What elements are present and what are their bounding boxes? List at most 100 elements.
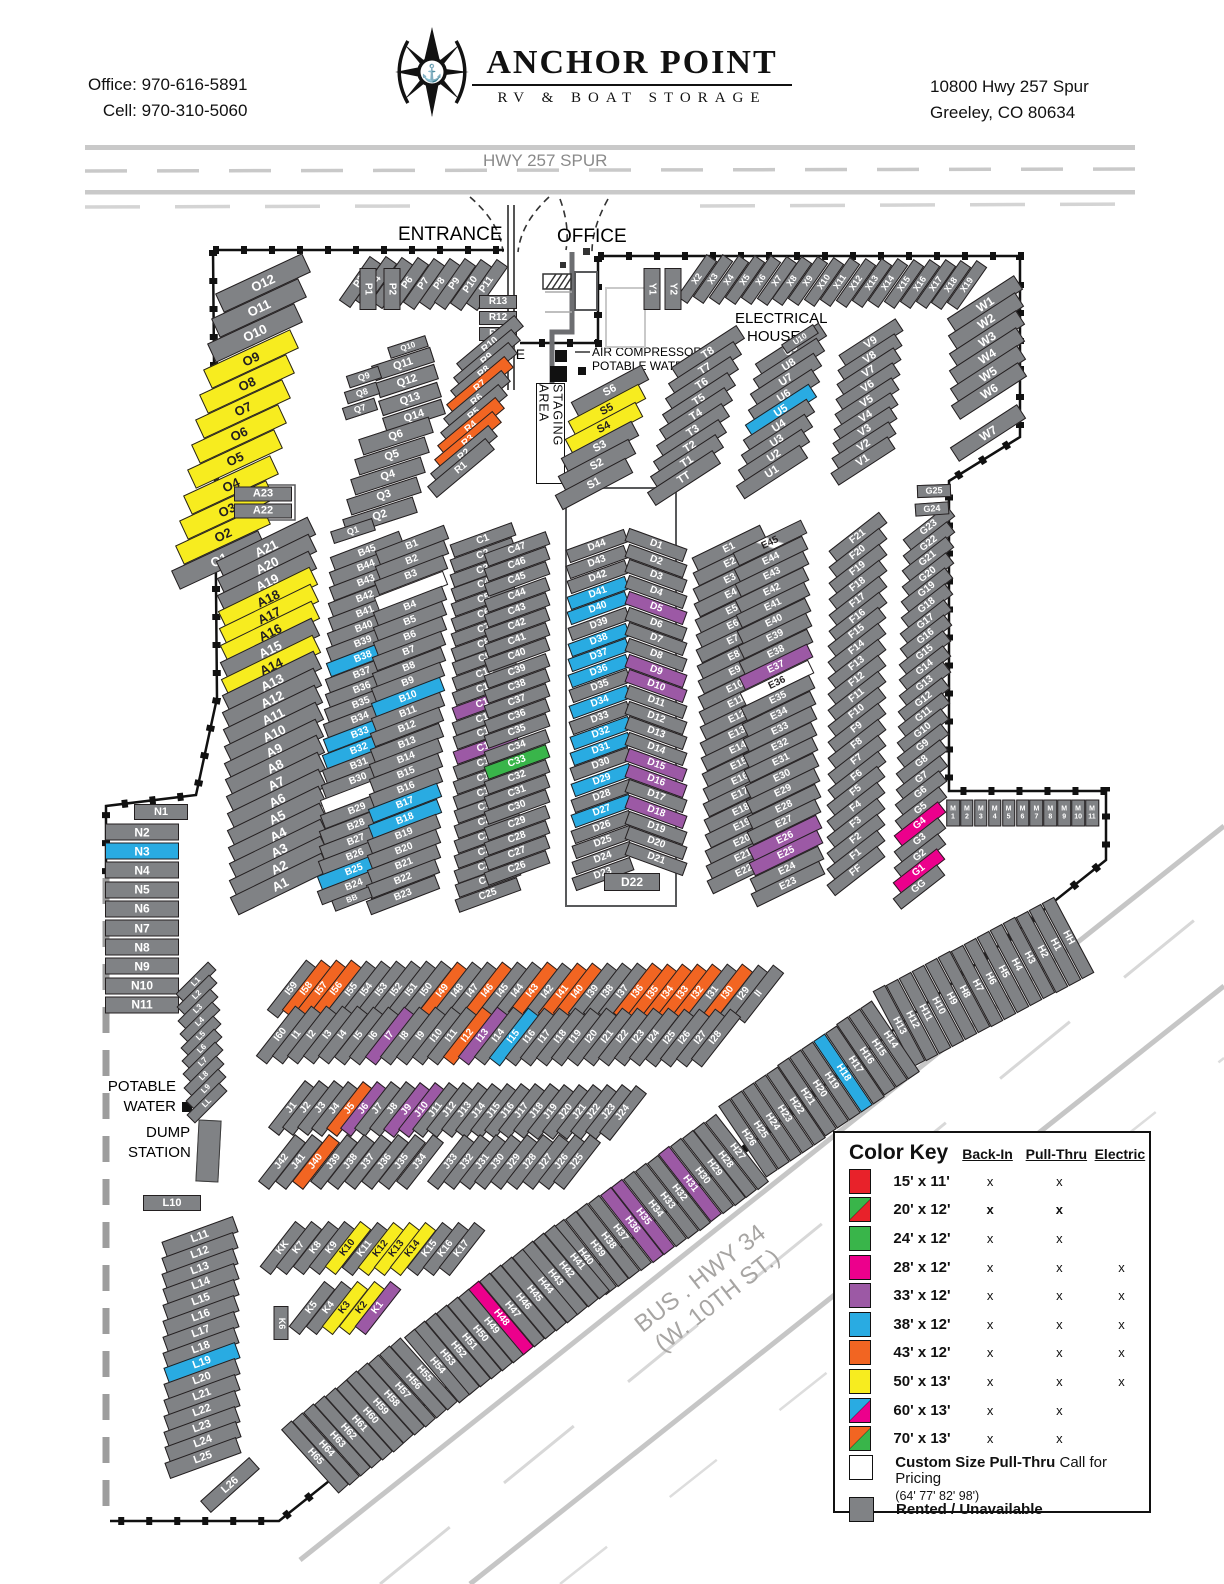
spot-N2: N2 bbox=[105, 823, 179, 841]
spot-N11: N11 bbox=[105, 996, 179, 1014]
spot-K6: K6 bbox=[273, 1306, 289, 1340]
legend-mark-b: x bbox=[986, 1431, 994, 1447]
legend-row-60x13: 60' x 13' x x bbox=[835, 1396, 1149, 1425]
cell-phone: 970-310-5060 bbox=[141, 100, 248, 120]
electrical-house-label1: ELECTRICAL bbox=[735, 310, 828, 327]
legend-row-20x12: 20' x 12' x x bbox=[835, 1196, 1149, 1225]
legend-size-label: 20' x 12' bbox=[893, 1201, 951, 1219]
office-phone: 970-616-5891 bbox=[141, 75, 248, 94]
electrical-house-pad bbox=[605, 287, 646, 348]
potable-label: POTABLE bbox=[107, 1078, 176, 1095]
legend-mark-p: x bbox=[1056, 1259, 1063, 1275]
spot-N9: N9 bbox=[105, 957, 179, 975]
spot-P1: P1 bbox=[359, 268, 377, 310]
office-label: Office: bbox=[88, 75, 137, 94]
legend-swatch bbox=[849, 1368, 872, 1394]
legend-rented-row: Rented / Unavailable bbox=[835, 1497, 1149, 1523]
legend-mark-p: x bbox=[1056, 1402, 1063, 1418]
staging-area-box: STAGING AREA bbox=[536, 383, 565, 484]
legend-mark-e: x bbox=[1118, 1373, 1125, 1389]
potable-water-marker2 bbox=[550, 366, 567, 382]
legend-mark-p: x bbox=[1056, 1173, 1063, 1189]
air-compressor-marker bbox=[555, 350, 567, 362]
legend-swatch bbox=[849, 1283, 872, 1309]
legend-title: Color Key bbox=[849, 1141, 949, 1164]
legend-mark-b: x bbox=[986, 1402, 994, 1418]
legend-custom-row: Custom Size Pull-Thru Call for Pricing (… bbox=[835, 1453, 1149, 1503]
spot-N3: N3 bbox=[105, 842, 179, 860]
legend-mark-p: x bbox=[1056, 1373, 1063, 1389]
legend-swatch bbox=[849, 1168, 872, 1194]
cell-label: Cell: bbox=[102, 100, 137, 120]
legend-col-backin: Back-In bbox=[962, 1146, 1013, 1162]
legend-mark-b: x bbox=[986, 1230, 994, 1246]
legend-mark-b: x bbox=[986, 1202, 994, 1218]
spot-R13: R13 bbox=[479, 295, 517, 309]
svg-text:⚓: ⚓ bbox=[421, 63, 442, 83]
legend-mark-b: x bbox=[986, 1345, 994, 1361]
spot-P2: P2 bbox=[383, 268, 401, 310]
legend-mark-e: x bbox=[1118, 1345, 1125, 1361]
legend-swatch bbox=[849, 1340, 872, 1366]
legend-row-50x13: 50' x 13' x x x bbox=[835, 1367, 1149, 1396]
air-compressor-label: AIR COMPRESSOR bbox=[592, 345, 703, 359]
utility-marker bbox=[578, 367, 586, 375]
rented-label: Rented / Unavailable bbox=[896, 1500, 1043, 1518]
spot-Y2: Y2 bbox=[664, 268, 682, 310]
legend-swatch bbox=[849, 1397, 872, 1423]
compass-anchor-logo-icon: ⚓ bbox=[386, 26, 478, 123]
spot-N6: N6 bbox=[105, 900, 179, 918]
legend-mark-b: x bbox=[986, 1373, 994, 1389]
legend-size-label: 43' x 12' bbox=[893, 1344, 951, 1362]
custom-sizes: (64' 77' 82' 98') bbox=[895, 1488, 980, 1503]
legend-mark-p: x bbox=[1055, 1202, 1063, 1218]
legend-size-label: 33' x 12' bbox=[893, 1287, 951, 1305]
spot-N5: N5 bbox=[105, 881, 179, 899]
color-key-legend: Color Key Back-In Pull-Thru Electric 15'… bbox=[833, 1131, 1151, 1523]
dump-label: DUMP bbox=[146, 1124, 191, 1141]
legend-mark-p: x bbox=[1056, 1288, 1063, 1304]
dump-station-pad bbox=[195, 1119, 222, 1183]
spot-L10: L10 bbox=[143, 1195, 201, 1211]
spot-Y1: Y1 bbox=[643, 268, 661, 310]
legend-row-15x11: 15' x 11' x x bbox=[835, 1167, 1149, 1196]
spot-G25: G25 bbox=[916, 483, 952, 499]
spot-N1: N1 bbox=[134, 804, 188, 820]
legend-mark-b: x bbox=[986, 1173, 994, 1189]
legend-mark-e: x bbox=[1118, 1259, 1125, 1275]
spot-N8: N8 bbox=[105, 938, 179, 956]
spot-A22: A22 bbox=[234, 503, 292, 519]
legend-size-label: 60' x 13' bbox=[893, 1401, 951, 1419]
station-label: STATION bbox=[128, 1144, 191, 1161]
legend-size-label: 70' x 13' bbox=[893, 1430, 951, 1448]
legend-mark-e: x bbox=[1118, 1288, 1125, 1304]
spot-N10: N10 bbox=[105, 977, 179, 995]
legend-col-electric: Electric bbox=[1094, 1146, 1146, 1162]
legend-size-label: 50' x 13' bbox=[893, 1372, 951, 1390]
legend-mark-p: x bbox=[1056, 1230, 1063, 1246]
brand-title-block: ANCHOR POINT RV & BOAT STORAGE bbox=[472, 44, 792, 107]
address-line1: 10800 Hwy 257 Spur bbox=[930, 77, 1089, 96]
potable-water-marker bbox=[182, 1102, 192, 1112]
legend-size-label: 15' x 11' bbox=[893, 1172, 950, 1190]
legend-swatch bbox=[849, 1426, 872, 1452]
contact-phones: Office: 970-616-5891 Cell: 970-310-5060 bbox=[88, 72, 247, 123]
legend-swatch bbox=[849, 1197, 872, 1223]
